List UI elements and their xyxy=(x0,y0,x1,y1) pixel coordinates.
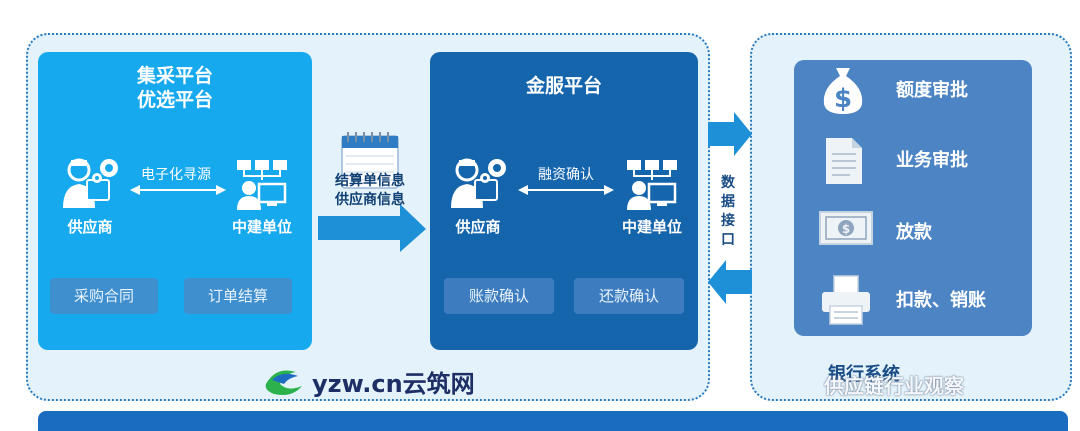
data-interface-label: 数 据 接 口 xyxy=(716,174,740,250)
procurement-platform-title: 集采平台 xyxy=(136,65,213,87)
loan-disbursement-label: 放款 xyxy=(896,222,932,243)
printer-icon xyxy=(822,275,870,325)
finance-supplier-label: 供应商 xyxy=(455,218,501,236)
supplier-info-line: 供应商信息 xyxy=(335,192,405,208)
data-interface-char: 接 xyxy=(721,213,735,229)
bank-item-deduction-writeoff: 扣款、销账 xyxy=(812,272,1022,326)
svg-text:$: $ xyxy=(842,222,850,236)
receivable-confirm-chip: 账款确认 xyxy=(444,278,554,314)
bank-item-business-approval: 业务审批 xyxy=(812,132,1022,186)
bank-item-quota-approval: $ 额度审批 xyxy=(812,62,1022,116)
quota-approval-label: 额度审批 xyxy=(896,80,968,101)
supplier-icon xyxy=(63,158,118,208)
finance-supplier-actor: 供应商 xyxy=(440,156,516,237)
bank-system-title: 银行系统 xyxy=(828,364,900,385)
supplier-icon xyxy=(451,158,506,208)
settlement-info-line: 结算单信息 xyxy=(335,173,405,189)
purchase-contract-chip: 采购合同 xyxy=(50,278,158,314)
sourcing-double-arrow xyxy=(130,185,226,195)
supplier-actor: 供应商 xyxy=(52,156,128,237)
financing-link-label: 融资确认 xyxy=(538,167,594,183)
banknote-icon: $ xyxy=(819,211,873,245)
yzw-logo-text: yzw.cn云筑网 xyxy=(312,370,475,398)
buyer-icon xyxy=(237,160,287,210)
settlement-flow-arrow xyxy=(318,132,426,252)
bank-item-loan-disbursement: $ 放款 xyxy=(812,204,1022,258)
finance-platform-panel: 金服平台 供应商 xyxy=(430,52,698,350)
financing-double-arrow xyxy=(518,185,614,195)
data-interface-arrows xyxy=(708,112,752,304)
order-settlement-chip: 订单结算 xyxy=(184,278,292,314)
wechat-watermark: 供应链行业观察 xyxy=(824,374,964,398)
repayment-confirm-chip: 还款确认 xyxy=(574,278,684,314)
procurement-platform-panel: 集采平台 优选平台 供应商 xyxy=(38,52,312,350)
bottom-bar xyxy=(38,411,1068,431)
settlement-info-text: 结算单信息 供应商信息 xyxy=(318,172,422,210)
deduction-writeoff-label: 扣款、销账 xyxy=(896,290,986,311)
buyer-actor: 中建单位 xyxy=(224,156,300,237)
sourcing-link-label: 电子化寻源 xyxy=(141,167,211,183)
preferred-platform-title: 优选平台 xyxy=(136,89,213,111)
data-interface-char: 口 xyxy=(721,232,735,248)
finance-platform-title: 金服平台 xyxy=(525,75,602,97)
document-icon xyxy=(826,138,862,184)
data-interface-char: 据 xyxy=(721,194,735,210)
business-approval-label: 业务审批 xyxy=(896,150,968,171)
finance-buyer-actor: 中建单位 xyxy=(614,156,690,237)
data-interface-char: 数 xyxy=(721,175,735,191)
money-bag-icon: $ xyxy=(823,68,863,114)
buyer-icon xyxy=(627,160,677,210)
yzw-logo-icon xyxy=(265,370,302,395)
svg-text:$: $ xyxy=(834,84,852,114)
finance-buyer-label: 中建单位 xyxy=(621,218,682,236)
buyer-label: 中建单位 xyxy=(231,218,292,236)
supplier-label: 供应商 xyxy=(67,218,113,236)
